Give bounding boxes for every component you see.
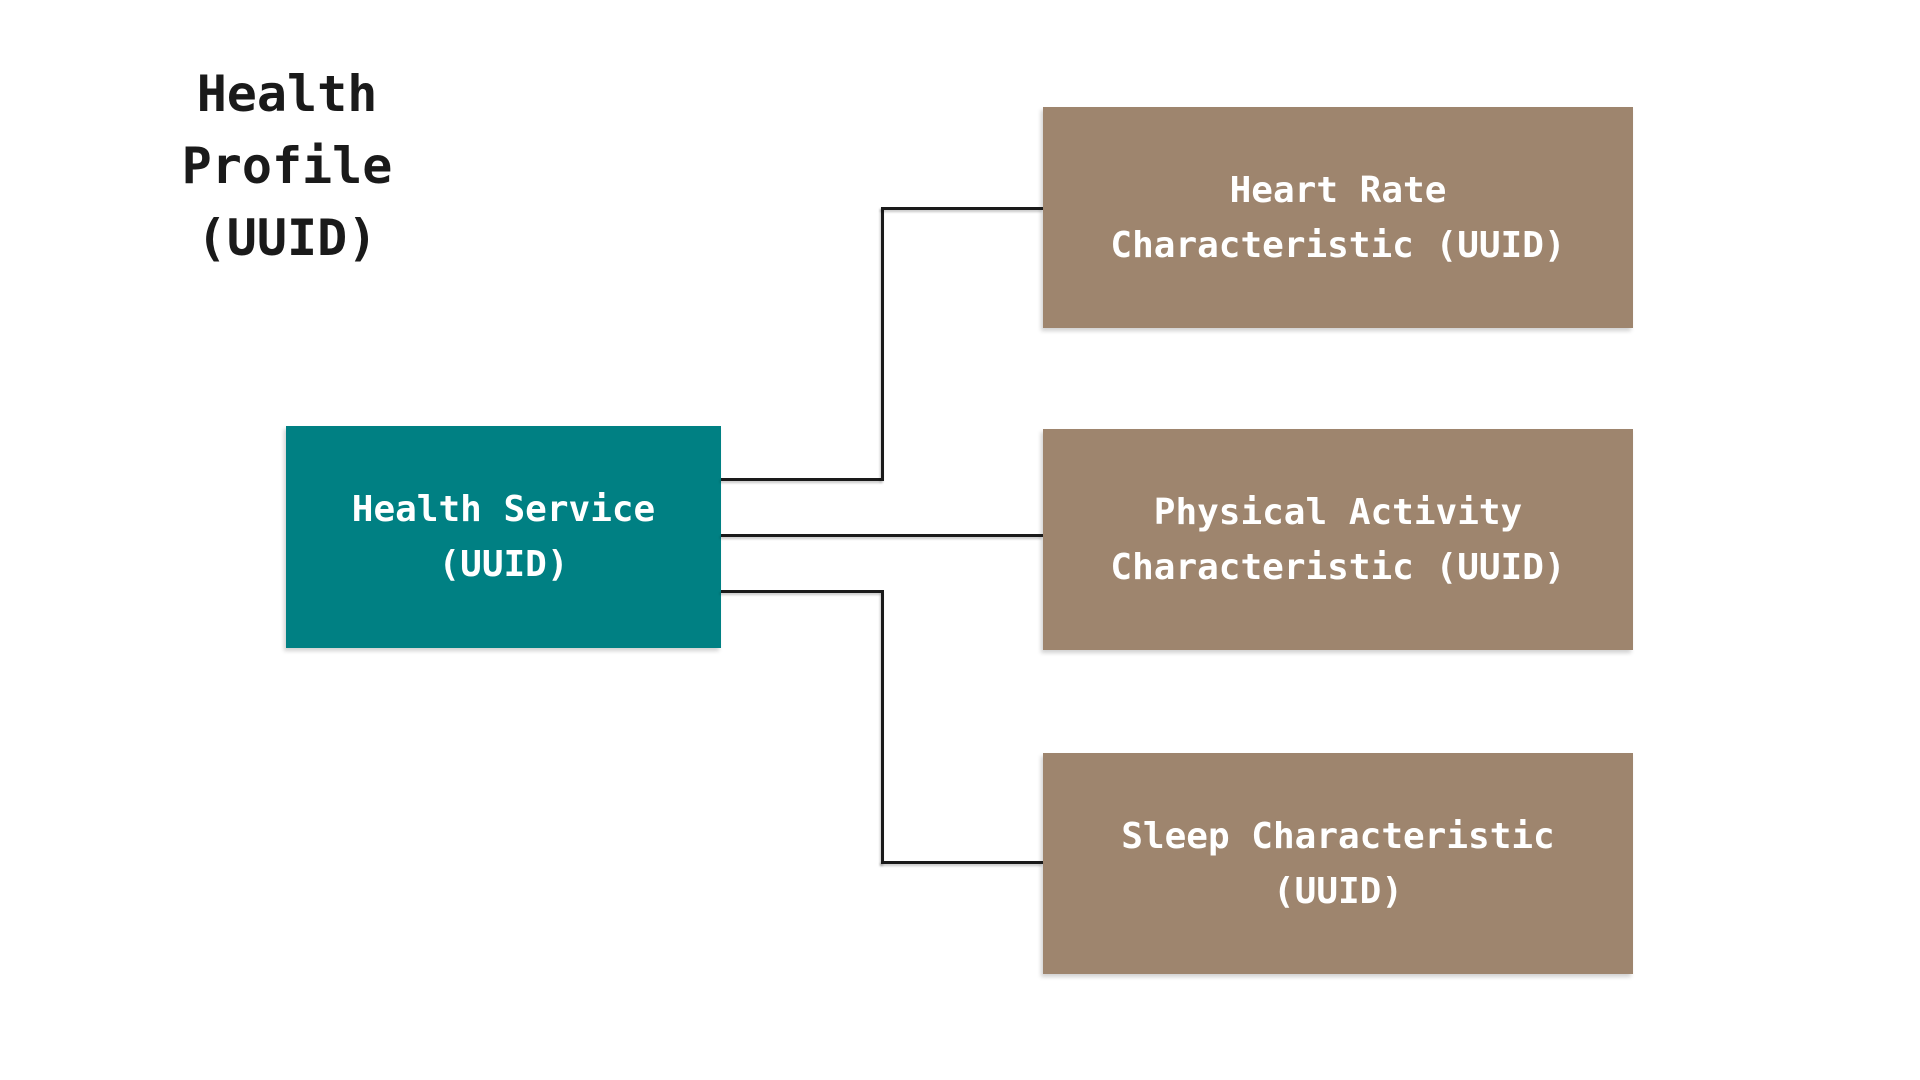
- node-sleep-characteristic: Sleep Characteristic (UUID): [1043, 753, 1633, 974]
- diagram-title: Health Profile (UUID): [77, 58, 497, 274]
- node-health-service: Health Service (UUID): [286, 426, 721, 648]
- diagram-title-line1: Health Profile: [181, 65, 393, 195]
- connector-heart-rate-horizontal-to-box: [881, 207, 1043, 210]
- node-heart-rate-line1: Heart Rate: [1229, 169, 1447, 211]
- node-health-service-line1: Health Service: [351, 489, 656, 530]
- connector-sleep-horizontal-from-service: [721, 590, 882, 593]
- node-health-service-line2: (UUID): [438, 544, 569, 585]
- connector-heart-rate-vertical: [881, 207, 884, 481]
- diagram-title-line2: (UUID): [196, 209, 378, 267]
- connector-heart-rate-horizontal-from-service: [721, 478, 882, 481]
- connector-physical-activity-horizontal: [721, 534, 1043, 537]
- connector-sleep-horizontal-to-box: [881, 861, 1043, 864]
- node-heart-rate-line2: Characteristic (UUID): [1110, 224, 1566, 266]
- node-sleep-line2: (UUID): [1272, 870, 1404, 912]
- node-physical-activity-characteristic: Physical Activity Characteristic (UUID): [1043, 429, 1633, 650]
- connector-sleep-vertical: [881, 590, 884, 864]
- node-sleep-line1: Sleep Characteristic: [1121, 815, 1555, 857]
- node-physical-activity-line2: Characteristic (UUID): [1110, 546, 1566, 588]
- node-heart-rate-characteristic: Heart Rate Characteristic (UUID): [1043, 107, 1633, 328]
- node-physical-activity-line1: Physical Activity: [1153, 491, 1523, 533]
